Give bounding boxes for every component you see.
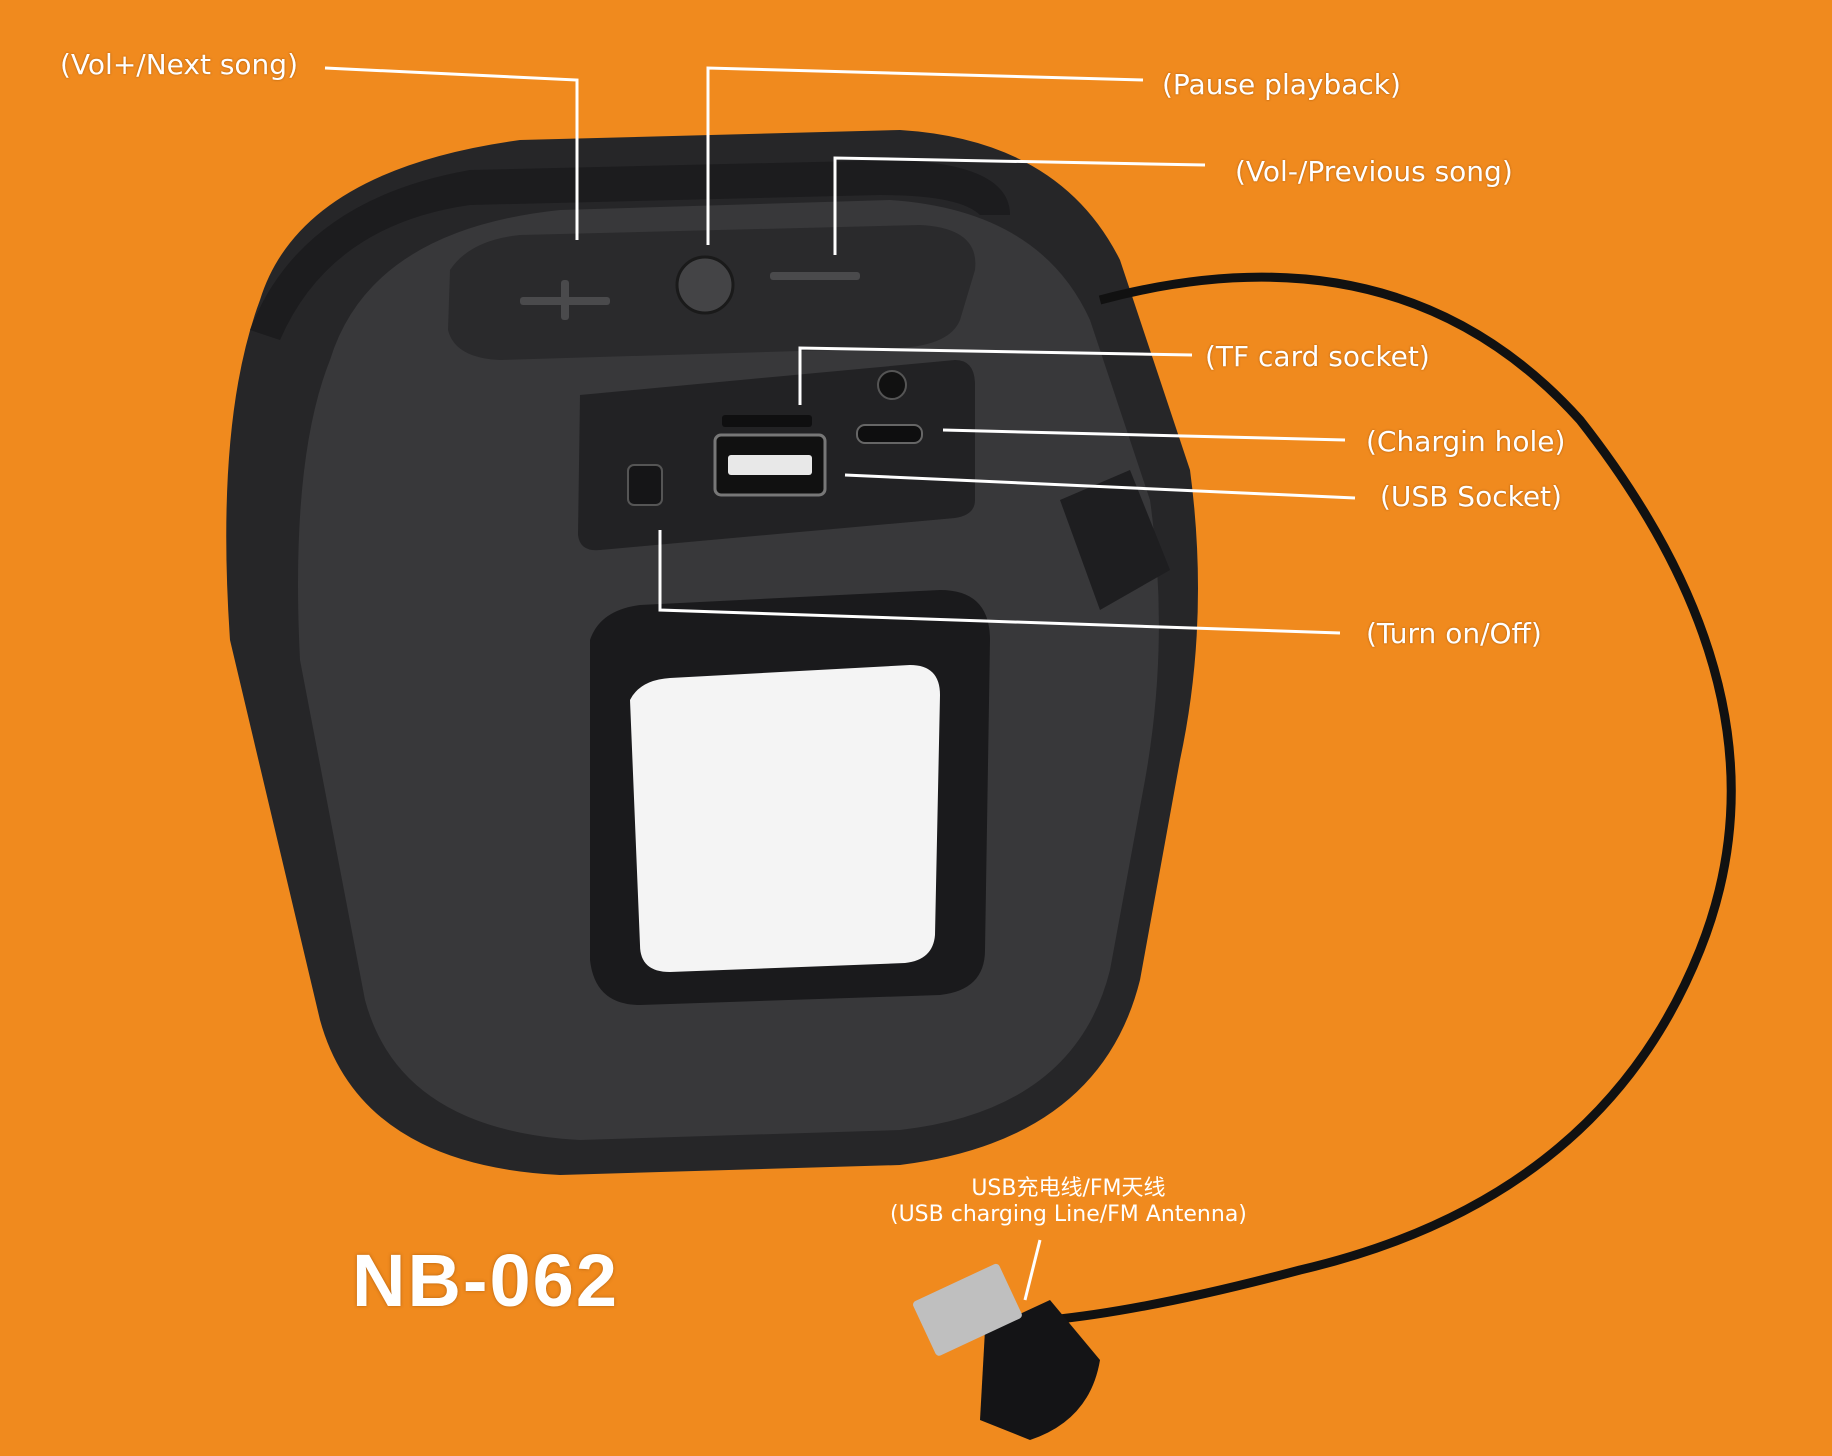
usb-socket-label: (USB Socket) [1380,480,1562,513]
leader-power [658,530,1341,635]
charging-port [856,424,923,444]
vol-minus-previous-label: (Vol-/Previous song) [1235,155,1513,188]
pause-button [675,255,735,315]
vol-minus-button [770,272,860,280]
tf-card-socket-label: (TF card socket) [1205,340,1430,373]
handle-strap-right [1060,470,1170,610]
aux-port [877,370,907,400]
vol-plus-button [520,280,610,320]
leader-usb [844,473,1356,500]
usb-plug-housing [980,1300,1100,1440]
leader-charging [942,428,1346,442]
cable-label-en: (USB charging Line/FM Antenna) [890,1202,1247,1227]
leader-lines [324,66,1356,1301]
charging-hole-label: (Chargin hole) [1366,425,1566,458]
power-switch [627,464,663,506]
speaker-handle [250,160,1010,340]
usb-cable [1049,272,1736,1325]
leader-tf-card [798,346,1193,405]
leader-vol-minus [833,156,1206,255]
leader-vol-plus [324,66,579,240]
leader-pause [706,66,1144,245]
cable-label-cn: USB充电线/FM天线 [971,1176,1166,1201]
model-number: NB-062 [352,1239,619,1322]
pause-playback-label: (Pause playback) [1162,68,1401,101]
tf-card-slot [722,415,812,427]
vol-plus-next-label: (Vol+/Next song) [60,48,298,81]
leader-cable [1023,1239,1042,1301]
cable-label: USB充电线/FM天线 (USB charging Line/FM Antenn… [890,1170,1247,1227]
power-switch-label: (Turn on/Off) [1366,617,1542,650]
usb-plug-connector [913,1263,1022,1356]
display-window [630,665,940,972]
